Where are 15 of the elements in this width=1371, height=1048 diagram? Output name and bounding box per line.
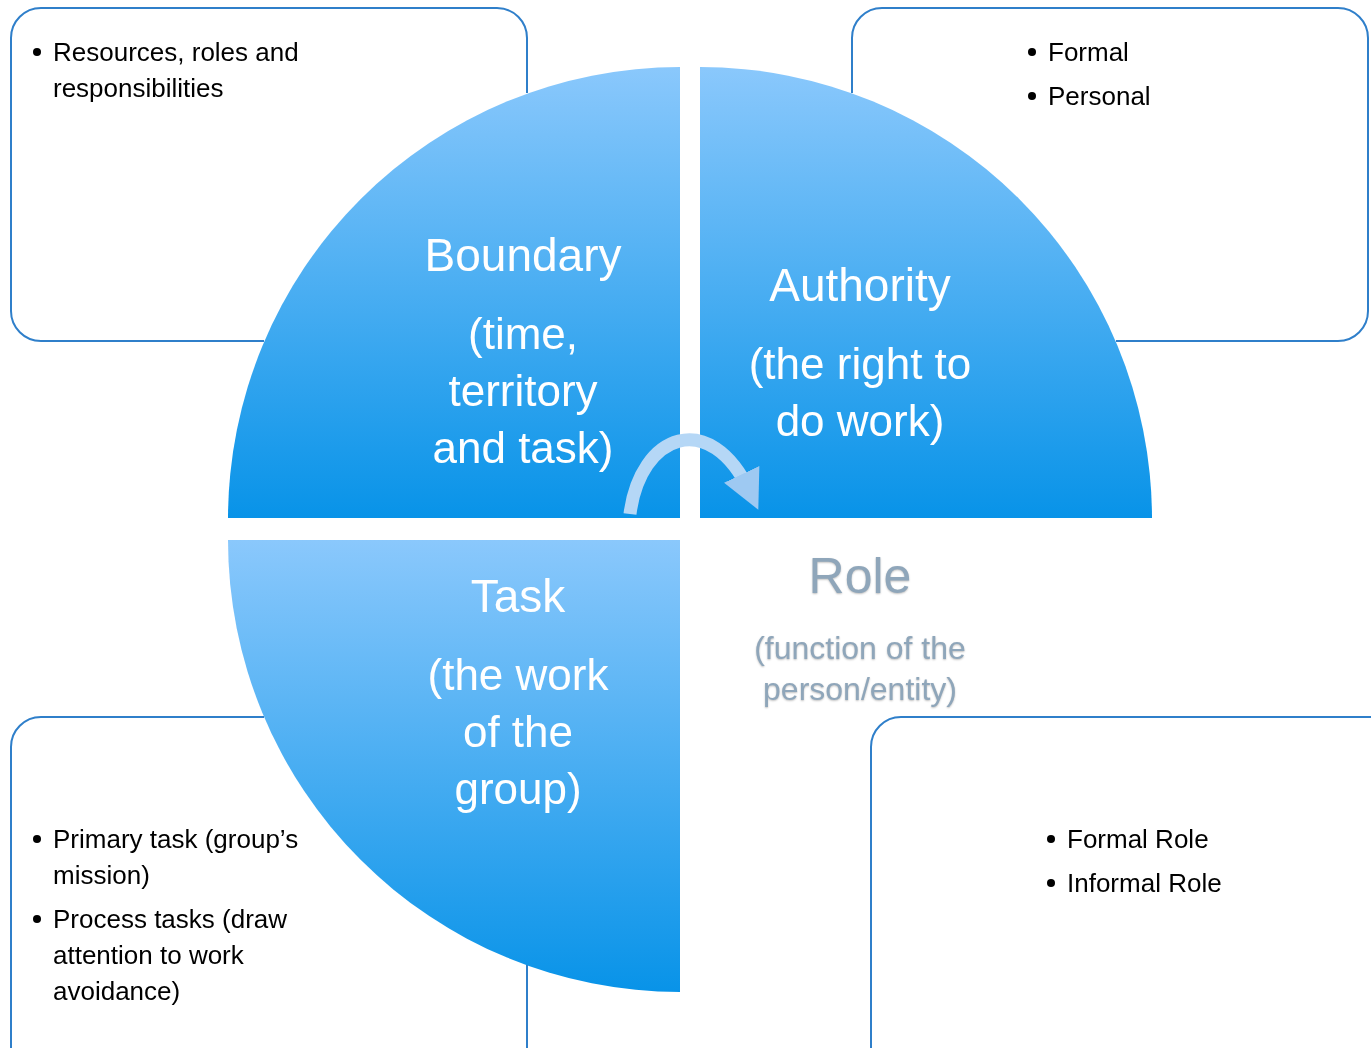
quadrant-title: Boundary — [424, 228, 622, 283]
bullet-text: Personal — [1048, 80, 1151, 113]
quadrant-title: Role — [808, 547, 912, 606]
quadrant-description: (the right to do work) — [747, 337, 973, 447]
quadrant-title: Authority — [769, 258, 951, 313]
bullet-text: Informal Role — [1067, 867, 1222, 900]
quadrant-description: (function of the person/entity) — [753, 628, 967, 710]
bullet-text: Formal — [1048, 36, 1129, 69]
bullet-text: Primary task (group’s mission) — [53, 823, 300, 892]
quadrant-description: (the work of the group) — [426, 648, 610, 815]
bullet-text: Resources, roles and responsibilities — [53, 36, 300, 105]
quadrant-description: (time, territory and task) — [431, 307, 615, 474]
bullet-text: Formal Role — [1067, 823, 1209, 856]
quadrant-title: Task — [470, 569, 566, 624]
bullet-text: Process tasks (draw attention to work avoidance) — [53, 903, 289, 1008]
